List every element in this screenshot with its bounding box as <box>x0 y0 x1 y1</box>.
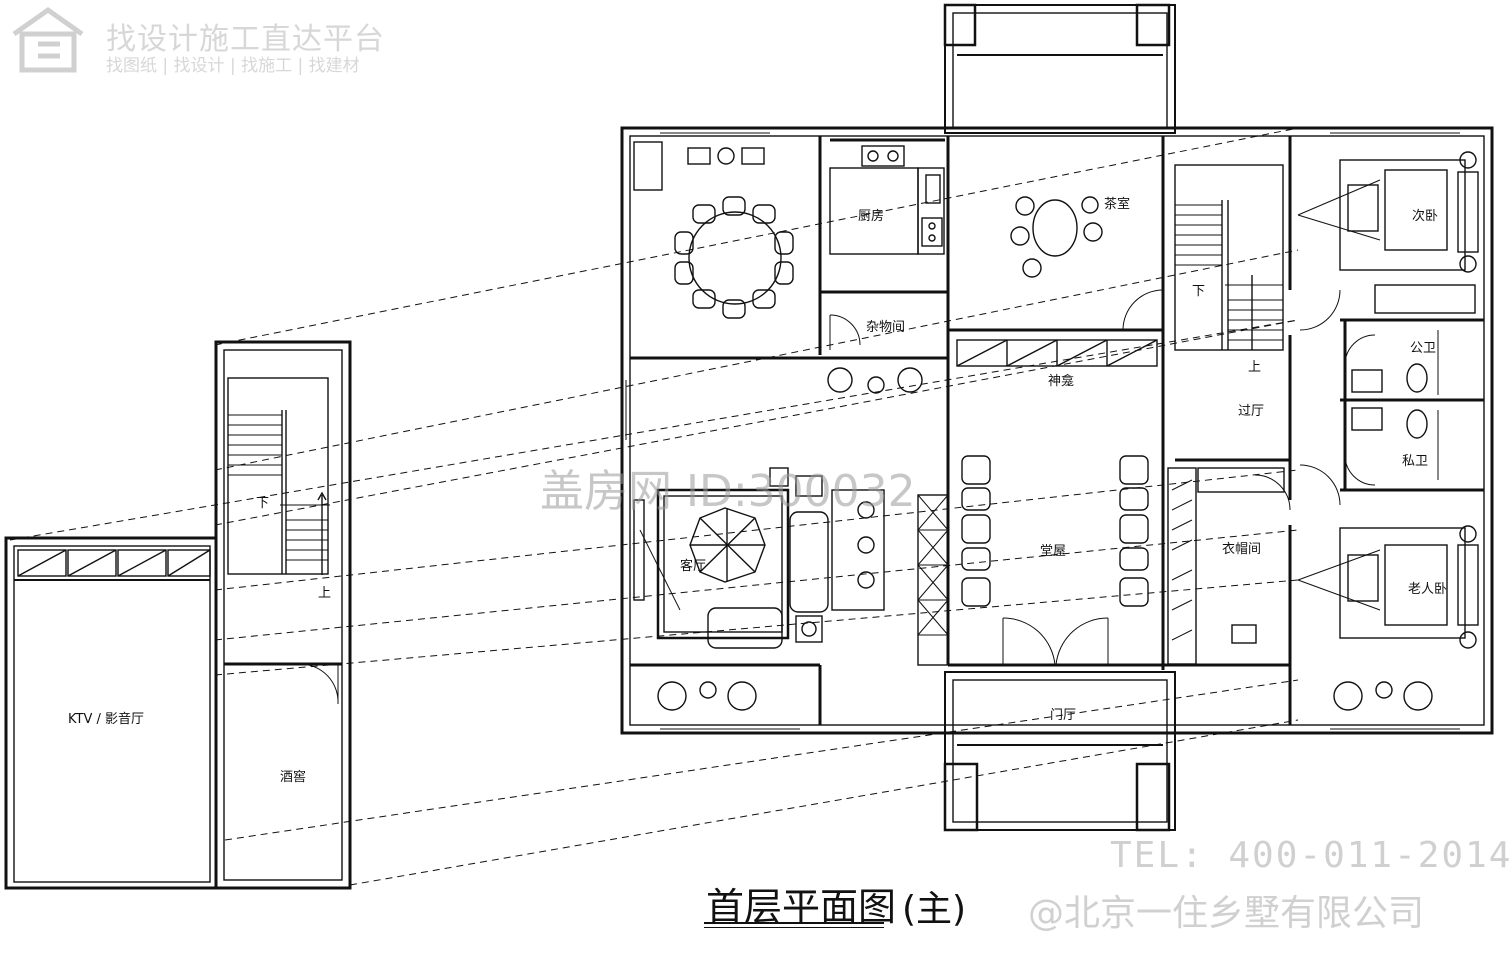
stair-down-label-main: 下 <box>1192 284 1206 299</box>
room-label-ktv: KTV / 影音厅 <box>68 712 144 727</box>
basement-plan <box>4 340 352 890</box>
room-label-entrance-hall: 门厅 <box>1050 708 1077 723</box>
stair-down-label: 下 <box>256 496 270 511</box>
room-label-elder-bedroom: 老人卧 <box>1408 582 1448 597</box>
room-label-corridor-hall: 过厅 <box>1238 404 1265 419</box>
house-logo-icon <box>12 6 84 73</box>
room-label-public-bath: 公卫 <box>1410 341 1437 356</box>
room-label-kitchen: 厨房 <box>858 209 885 224</box>
drawing-title: 首层平面图 <box>706 885 897 929</box>
stair-up-label-main: 上 <box>1248 360 1262 375</box>
room-label-private-bath: 私卫 <box>1402 454 1429 469</box>
drawing-subtitle: (主) <box>902 889 967 930</box>
room-label-storage: 杂物间 <box>866 320 906 335</box>
contact-telephone: TEL: 400-011-2014 <box>1110 835 1512 876</box>
brand-block: 找设计施工直达平台 找图纸 | 找设计 | 找施工 | 找建材 <box>12 8 412 78</box>
room-label-tea-room: 茶室 <box>1104 197 1131 212</box>
room-label-shrine: 神龛 <box>1048 374 1075 389</box>
stair-up-label: 上 <box>318 586 332 601</box>
brand-title: 找设计施工直达平台 <box>106 22 385 57</box>
room-label-wine-cellar: 酒窖 <box>280 770 307 785</box>
brand-subtitle: 找图纸 | 找设计 | 找施工 | 找建材 <box>106 56 360 76</box>
room-label-living-room: 客厅 <box>680 559 707 574</box>
title-underline <box>704 922 884 924</box>
company-watermark: @北京一住乡墅有限公司 <box>1028 893 1425 934</box>
room-label-second-bedroom: 次卧 <box>1412 209 1439 224</box>
title-underline-thin <box>704 927 884 928</box>
ground-floor-plan <box>620 3 1494 832</box>
center-watermark: 盖房网 ID:300032 <box>540 466 916 517</box>
room-label-main-hall: 堂屋 <box>1040 544 1067 559</box>
room-label-cloakroom: 衣帽间 <box>1222 542 1262 557</box>
